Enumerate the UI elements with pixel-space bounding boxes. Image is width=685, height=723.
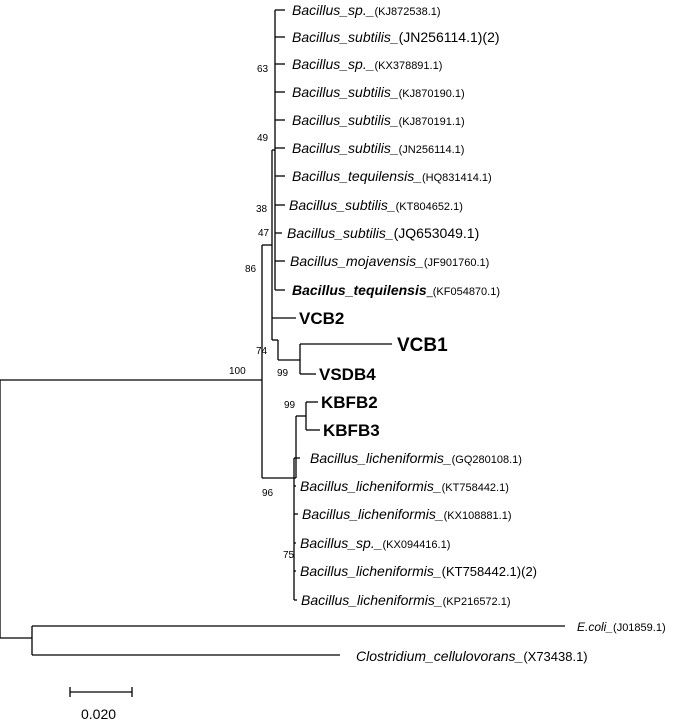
bootstrap-value: 63 — [257, 64, 269, 75]
leaf-21: Bacillus_licheniformis_(KP216572.1) — [301, 592, 511, 608]
bootstrap-value: 99 — [284, 400, 296, 411]
leaf-clostridium: Clostridium_cellulovorans_(X73438.1) — [356, 648, 588, 664]
isolate-vcb2: VCB2 — [299, 309, 344, 328]
leaf-2: Bacillus_sp._(KX378891.1) — [292, 56, 442, 72]
bootstrap-value: 47 — [258, 228, 270, 239]
bootstrap-value: 99 — [277, 368, 289, 379]
tree-branches — [0, 9, 565, 656]
leaf-19: Bacillus_sp._(KX094416.1) — [300, 535, 450, 551]
bootstrap-value: 100 — [229, 366, 246, 377]
leaf-17: Bacillus_licheniformis_(KT758442.1) — [300, 478, 509, 494]
leaf-0: Bacillus_sp._(KJ872538.1) — [292, 2, 441, 18]
leaf-1: Bacillus_subtilis_(JN256114.1)(2) — [292, 29, 500, 45]
leaf-6: Bacillus_tequilensis_(HQ831414.1) — [292, 168, 492, 184]
leaf-7: Bacillus_subtilis_(KT804652.1) — [289, 197, 463, 213]
bootstrap-value: 49 — [257, 133, 269, 144]
leaf-labels: Bacillus_sp._(KJ872538.1) Bacillus_subti… — [287, 2, 666, 664]
leaf-8: Bacillus_subtilis_(JQ653049.1) — [287, 225, 479, 241]
isolate-vsdb4: VSDB4 — [319, 365, 376, 384]
bootstrap-value: 38 — [256, 204, 268, 215]
bootstrap-value: 96 — [262, 488, 274, 499]
scale-bar-label: 0.020 — [81, 706, 116, 722]
leaf-ecoli: E.coli_(J01859.1) — [577, 620, 666, 634]
bootstrap-values: 63 49 38 47 86 74 99 100 99 96 75 — [229, 64, 296, 561]
isolate-kbfb3: KBFB3 — [323, 421, 380, 440]
bootstrap-value: 75 — [283, 550, 295, 561]
leaf-4: Bacillus_subtilis_(KJ870191.1) — [292, 112, 465, 128]
leaf-5: Bacillus_subtilis_(JN256114.1) — [292, 140, 464, 156]
bootstrap-value: 74 — [256, 346, 268, 357]
leaf-16: Bacillus_licheniformis_(GQ280108.1) — [310, 450, 522, 466]
leaf-10: Bacillus_tequilensis_(KF054870.1) — [292, 282, 500, 298]
bootstrap-value: 86 — [245, 264, 257, 275]
leaf-18: Bacillus_licheniformis_(KX108881.1) — [302, 506, 512, 522]
scale-bar: 0.020 — [69, 687, 133, 722]
leaf-9: Bacillus_mojavensis_(JF901760.1) — [290, 253, 489, 269]
isolate-vcb1: VCB1 — [397, 335, 448, 356]
isolate-kbfb2: KBFB2 — [321, 393, 378, 412]
leaf-3: Bacillus_subtilis_(KJ870190.1) — [292, 84, 465, 100]
leaf-20: Bacillus_licheniformis_(KT758442.1)(2) — [300, 563, 537, 579]
